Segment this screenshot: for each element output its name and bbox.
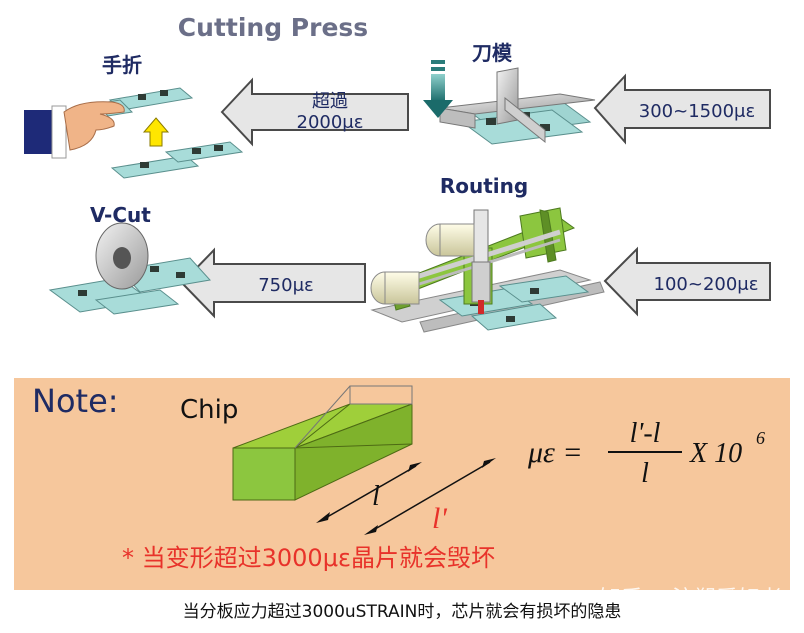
page-title: Cutting Press (178, 13, 368, 42)
dimension-l: l (316, 462, 422, 523)
callout-die: 300~1500με (593, 73, 771, 145)
formula-denominator: l (641, 458, 649, 489)
callout-vcut: 750με (180, 247, 366, 319)
watermark: 知乎 @注塑爱好者 (599, 587, 782, 612)
formula-lhs: με = (527, 436, 583, 469)
caption: 当分板应力超过3000uSTRAIN时，芯片就会有损坏的隐患 (182, 602, 622, 622)
strain-formula: με = l'-l l X 10 6 (527, 418, 765, 489)
label-die: 刀模 (472, 41, 513, 65)
callout-manual: 超過 2000με (220, 77, 409, 147)
label-manual-break: 手折 (102, 53, 142, 77)
dimension-lp-label: l' (432, 502, 447, 535)
chip-box (232, 385, 413, 501)
manual-break-process: 手折 (24, 53, 244, 179)
strain-routing: 100~200με (654, 274, 759, 295)
callout-routing: 100~200με (603, 246, 771, 317)
strain-die: 300~1500με (639, 101, 755, 122)
note-panel: Note: Chip l l' με = l'-l (14, 378, 790, 590)
label-routing: Routing (440, 174, 528, 198)
formula-numerator: l'-l (630, 418, 661, 449)
die-blades (439, 67, 596, 144)
strain-manual-line2: 2000με (297, 112, 364, 133)
vcut-process: V-Cut (48, 203, 211, 315)
strain-vcut: 750με (258, 275, 314, 296)
formula-multiplier: X 10 (689, 438, 742, 469)
dimension-l-label: l (372, 481, 380, 512)
formula-exponent: 6 (756, 428, 765, 448)
pcb-lower (110, 141, 244, 179)
hand-icon (24, 101, 125, 159)
routing-process: Routing (370, 174, 605, 333)
die-process: 刀模 (423, 41, 596, 145)
warning-text: * 当变形超过3000με晶片就会毁坏 (122, 544, 495, 572)
strain-manual-line1: 超過 (312, 91, 348, 112)
chip-label: Chip (180, 395, 238, 425)
router-spindle (370, 209, 491, 314)
saw-blade-icon (95, 222, 149, 290)
bend-up-arrow-icon (142, 117, 170, 147)
dimension-lp: l' (364, 458, 496, 535)
note-heading: Note: (32, 382, 119, 420)
press-down-arrow-icon (423, 60, 453, 118)
